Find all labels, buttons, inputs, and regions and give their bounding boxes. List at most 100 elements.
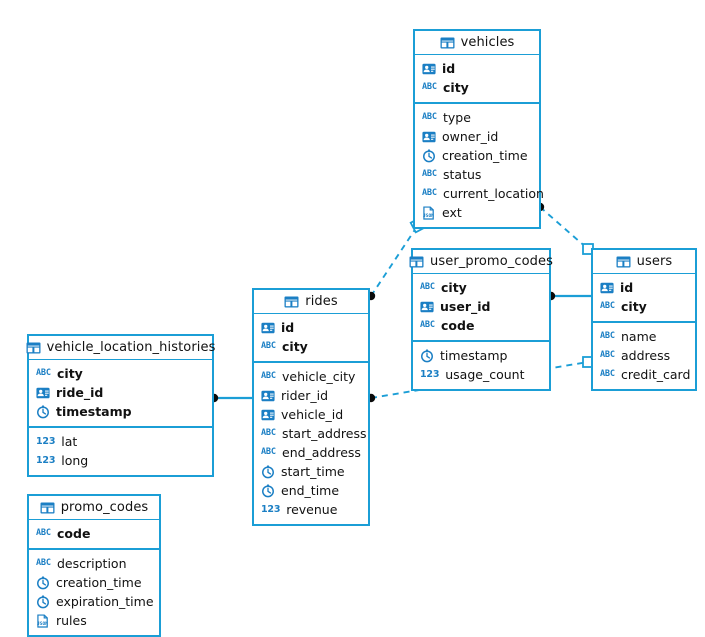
clock-icon bbox=[37, 595, 49, 608]
column-label: usage_count bbox=[445, 367, 525, 382]
column-row: creation_time bbox=[29, 573, 159, 592]
columns-section: ABC description creation_time expiration_ti… bbox=[29, 550, 159, 635]
column-label: expiration_time bbox=[56, 594, 154, 609]
column-label: city bbox=[621, 299, 647, 314]
table-header-promo_codes[interactable]: promo_codes bbox=[29, 496, 159, 520]
123-number-icon: 123 bbox=[36, 435, 56, 447]
abc-text-icon: ABC bbox=[422, 82, 437, 93]
abc-text-icon: ABC bbox=[600, 350, 615, 361]
id-badge-icon bbox=[261, 322, 275, 333]
column-label: description bbox=[57, 556, 127, 571]
columns-section: timestamp 123 usage_count bbox=[413, 342, 549, 389]
column-label: type bbox=[443, 110, 471, 125]
column-label: id bbox=[281, 320, 295, 335]
column-row: id bbox=[254, 318, 368, 337]
table-header-vehicle_location_histories[interactable]: vehicle_location_histories bbox=[26, 336, 215, 360]
id-badge-icon bbox=[36, 387, 50, 398]
table-icon bbox=[284, 296, 299, 307]
clock-icon bbox=[262, 465, 274, 478]
svg-text:JSON: JSON bbox=[37, 621, 48, 627]
clock-icon bbox=[37, 576, 49, 589]
column-label: name bbox=[621, 329, 657, 344]
table-title: users bbox=[636, 254, 673, 269]
table-header-rides[interactable]: rides bbox=[254, 290, 368, 314]
table-title: vehicles bbox=[460, 35, 515, 50]
column-label: credit_card bbox=[621, 367, 691, 382]
123-number-icon: 123 bbox=[420, 368, 440, 380]
column-row: id bbox=[593, 278, 695, 297]
column-label: address bbox=[621, 348, 671, 363]
column-row: end_time bbox=[254, 481, 368, 500]
json-document-icon: JSON bbox=[423, 205, 434, 220]
column-label: creation_time bbox=[442, 148, 528, 163]
table-header-vehicles[interactable]: vehicles bbox=[415, 31, 539, 55]
table-header-users[interactable]: users bbox=[593, 250, 695, 274]
column-row: creation_time bbox=[415, 146, 539, 165]
column-label: owner_id bbox=[442, 129, 499, 144]
json-document-icon: JSON bbox=[37, 613, 48, 628]
table-icon bbox=[26, 342, 41, 353]
column-label: user_id bbox=[440, 299, 491, 314]
column-label: long bbox=[61, 453, 89, 468]
column-label: vehicle_city bbox=[282, 369, 356, 384]
table-icon bbox=[440, 37, 455, 48]
table-icon bbox=[616, 256, 631, 267]
id-badge-icon bbox=[420, 301, 434, 312]
column-row: rider_id bbox=[254, 386, 368, 405]
column-row: ABC credit_card bbox=[593, 365, 695, 384]
relationship-line-vehicles-to-users bbox=[539, 206, 589, 250]
column-label: status bbox=[443, 167, 482, 182]
svg-text:JSON: JSON bbox=[423, 213, 434, 219]
column-row: ABC status bbox=[415, 165, 539, 184]
column-row: ride_id bbox=[29, 383, 212, 402]
123-number-icon: 123 bbox=[261, 503, 281, 515]
column-row: 123 usage_count bbox=[413, 365, 549, 384]
column-label: rider_id bbox=[281, 388, 329, 403]
column-row: JSON ext bbox=[415, 203, 539, 222]
column-label: start_time bbox=[281, 464, 345, 479]
column-label: rules bbox=[56, 613, 87, 628]
column-row: ABC name bbox=[593, 327, 695, 346]
abc-text-icon: ABC bbox=[600, 331, 615, 342]
table-header-user_promo_codes[interactable]: user_promo_codes bbox=[409, 250, 553, 274]
column-label: end_time bbox=[281, 483, 340, 498]
column-row: timestamp bbox=[413, 346, 549, 365]
abc-text-icon: ABC bbox=[420, 282, 435, 293]
abc-text-icon: ABC bbox=[36, 558, 51, 569]
column-row: JSON rules bbox=[29, 611, 159, 630]
column-row: user_id bbox=[413, 297, 549, 316]
column-row: ABC address bbox=[593, 346, 695, 365]
id-badge-icon bbox=[422, 131, 436, 142]
column-label: city bbox=[57, 366, 83, 381]
column-label: code bbox=[57, 526, 91, 541]
abc-text-icon: ABC bbox=[600, 369, 615, 380]
column-row: vehicle_id bbox=[254, 405, 368, 424]
column-row: ABC description bbox=[29, 554, 159, 573]
abc-text-icon: ABC bbox=[261, 447, 276, 458]
column-row: owner_id bbox=[415, 127, 539, 146]
table-title: rides bbox=[305, 294, 338, 309]
column-label: ext bbox=[442, 205, 462, 220]
table-icon bbox=[40, 502, 55, 513]
abc-text-icon: ABC bbox=[422, 169, 437, 180]
